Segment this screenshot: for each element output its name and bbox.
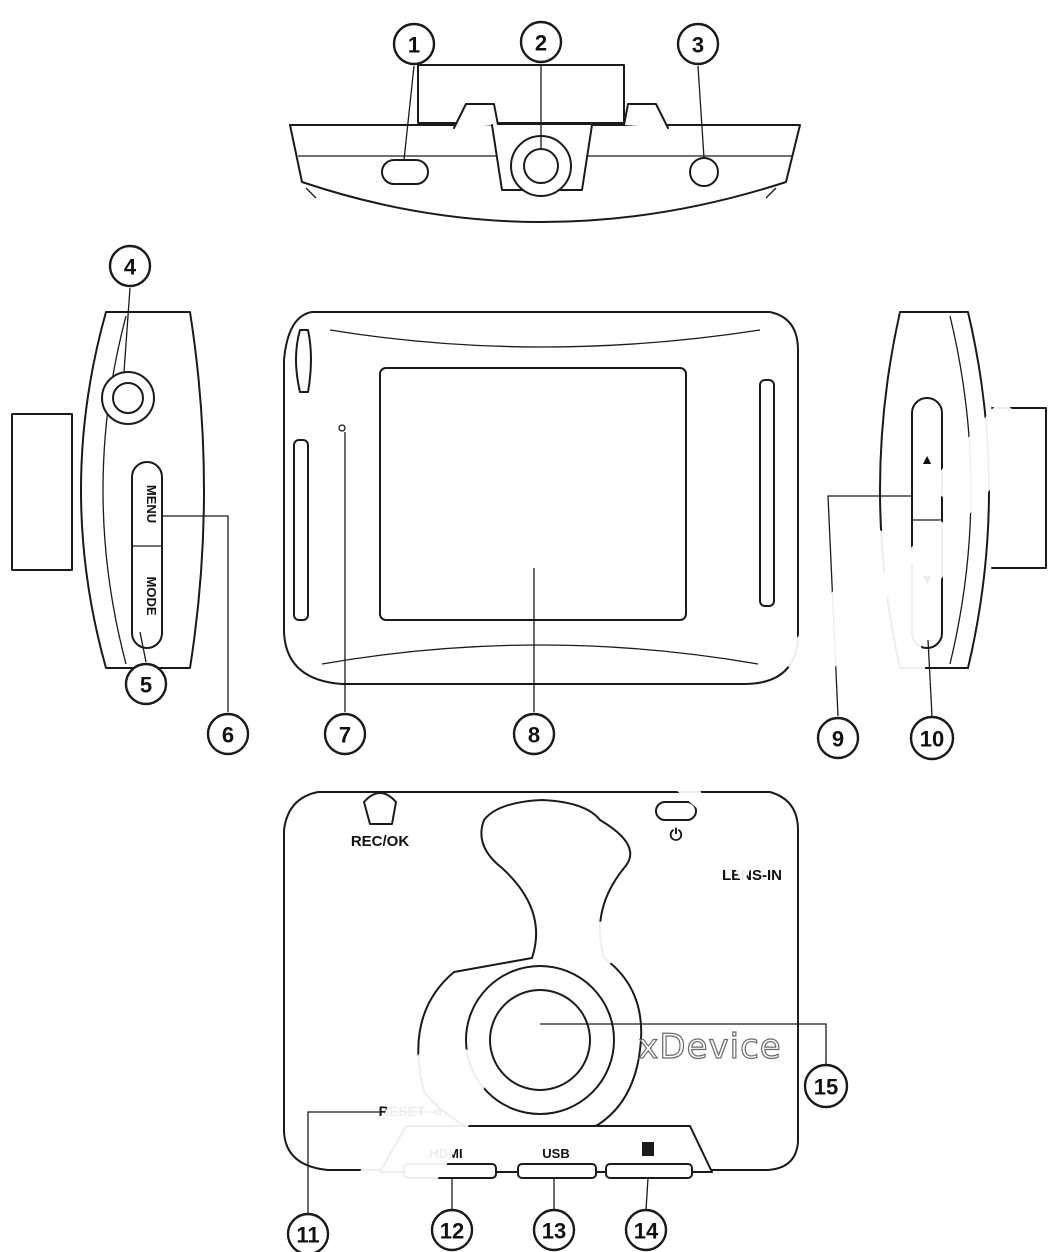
left-side-view: MENU MODE bbox=[11, 311, 205, 669]
callout-4: 4 bbox=[108, 244, 152, 288]
callout-15-label: 15 bbox=[814, 1075, 838, 1100]
callout-5: 5 bbox=[124, 662, 168, 706]
leader-3 bbox=[697, 65, 705, 159]
leader-10 bbox=[927, 639, 933, 717]
usb-port[interactable] bbox=[517, 1163, 597, 1179]
sd-card-icon bbox=[642, 1142, 654, 1156]
callout-7: 7 bbox=[323, 712, 367, 756]
leader-14 bbox=[645, 1177, 649, 1211]
callout-7-label: 7 bbox=[339, 723, 351, 748]
rec-ok-label: REC/OK bbox=[351, 833, 410, 850]
callout-3-label: 3 bbox=[692, 33, 704, 58]
power-button-top bbox=[689, 157, 719, 187]
front-lens-bump bbox=[295, 329, 312, 393]
callout-11: 11 bbox=[286, 1212, 330, 1252]
callout-13-label: 13 bbox=[542, 1219, 566, 1244]
callout-6-label: 6 bbox=[222, 723, 234, 748]
callout-4-label: 4 bbox=[124, 255, 137, 280]
callout-2-label: 2 bbox=[535, 31, 547, 56]
power-button-back bbox=[655, 801, 697, 821]
callout-12: 12 bbox=[430, 1208, 474, 1252]
callout-1: 1 bbox=[392, 22, 436, 66]
front-view bbox=[283, 311, 799, 685]
leader-6 bbox=[162, 515, 229, 712]
front-top-bevel bbox=[329, 329, 761, 348]
watermark-stroke-c bbox=[853, 520, 968, 716]
top-mount-bracket bbox=[417, 64, 625, 124]
top-mount-arms bbox=[453, 103, 669, 129]
top-view bbox=[289, 64, 801, 223]
callout-8-label: 8 bbox=[528, 723, 540, 748]
callout-12-label: 12 bbox=[440, 1219, 464, 1244]
callout-10: 10 bbox=[909, 715, 955, 761]
top-mount-pivot bbox=[523, 148, 559, 184]
sd-card-slot[interactable] bbox=[605, 1163, 693, 1179]
usb-label: USB bbox=[542, 1146, 569, 1161]
brand-logo: xDevice bbox=[638, 1027, 781, 1067]
leader-15 bbox=[540, 1023, 827, 1064]
lcd-screen bbox=[379, 367, 687, 621]
back-view: REC/OK ⏻ LENS-IN RESET HDMI USB xDevice bbox=[283, 791, 799, 1179]
mode-button[interactable]: MODE bbox=[144, 577, 159, 616]
watermark-stroke-i bbox=[780, 530, 918, 690]
left-mount-plate bbox=[11, 413, 73, 571]
callout-9-label: 9 bbox=[832, 727, 844, 752]
lens-in-label: LENS-IN bbox=[722, 867, 782, 884]
top-side-clips bbox=[305, 187, 777, 199]
leader-4 bbox=[123, 287, 131, 373]
rec-ok-button-top bbox=[381, 159, 429, 185]
left-mount-pivot bbox=[112, 382, 144, 414]
front-bottom-bevel bbox=[321, 644, 759, 665]
watermark-stroke-v bbox=[622, 790, 756, 884]
callout-14-label: 14 bbox=[634, 1219, 659, 1244]
callout-2: 2 bbox=[519, 20, 563, 64]
watermark-stroke-e bbox=[560, 918, 688, 980]
callout-9: 9 bbox=[816, 716, 860, 760]
callout-10-label: 10 bbox=[920, 727, 944, 752]
watermark-stroke-e2 bbox=[928, 400, 1040, 516]
menu-button[interactable]: MENU bbox=[144, 485, 159, 523]
callout-14: 14 bbox=[624, 1208, 668, 1252]
callout-15: 15 bbox=[803, 1063, 849, 1109]
leader-1 bbox=[403, 65, 415, 161]
callout-5-label: 5 bbox=[140, 673, 152, 698]
left-body-inner-edge bbox=[102, 315, 127, 665]
callout-13: 13 bbox=[532, 1208, 576, 1252]
watermark-stroke-d bbox=[334, 1040, 487, 1252]
callout-8: 8 bbox=[512, 712, 556, 756]
rec-ok-button-back bbox=[363, 792, 397, 825]
up-button[interactable]: ▲ bbox=[920, 451, 934, 467]
callout-6: 6 bbox=[206, 712, 250, 756]
front-left-grip bbox=[293, 439, 309, 621]
left-button-strip bbox=[131, 461, 163, 649]
callout-1-label: 1 bbox=[408, 33, 420, 58]
callouts: 1 2 3 4 5 6 7 8 bbox=[108, 20, 955, 1252]
leader-5 bbox=[139, 631, 147, 663]
power-icon: ⏻ bbox=[670, 827, 683, 844]
lens-inner-ring bbox=[489, 989, 591, 1091]
callout-11-label: 11 bbox=[296, 1223, 319, 1248]
callout-3: 3 bbox=[676, 22, 720, 66]
microphone-hole bbox=[338, 424, 346, 432]
front-right-grip bbox=[759, 379, 775, 607]
